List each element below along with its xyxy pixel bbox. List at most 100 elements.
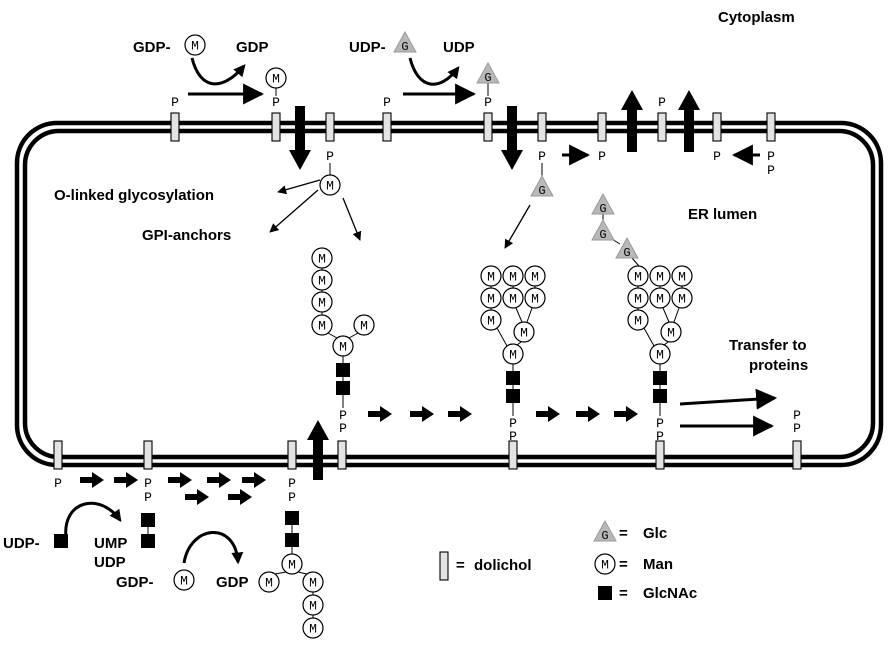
flippase-arrow-head (678, 90, 700, 110)
mannose-symbol: M (634, 314, 642, 329)
gdp-man-donor-2-label: GDP- (116, 574, 154, 591)
glycosidic-bond (515, 307, 523, 323)
dolichol (657, 112, 667, 142)
phosphate-symbol: P (538, 149, 546, 164)
phosphate-symbol: P (171, 95, 179, 110)
mannose-symbol: M (509, 348, 517, 363)
mannose-symbol: M (656, 348, 664, 363)
mannose-circle (524, 287, 546, 309)
glcnac-square (336, 381, 350, 395)
mannose-circle (311, 247, 333, 269)
step-arrow-head (126, 472, 138, 488)
glycosidic-bond (348, 332, 359, 339)
reaction-curve-arrow (190, 57, 246, 86)
flippase-arrow-head (289, 150, 311, 170)
mannose-circle (258, 571, 280, 593)
glcnac-square (506, 371, 520, 385)
glcnac-square (285, 511, 299, 525)
mannose-symbol: M (678, 292, 686, 307)
udp-glc-donor-label: UDP- (349, 39, 386, 56)
bond-group (147, 83, 683, 618)
mannose-symbol: M (309, 622, 317, 637)
mannose-symbol: M (667, 326, 675, 341)
dolichol (766, 112, 776, 142)
mannose-symbol: M (191, 39, 199, 54)
dolichol (439, 551, 449, 581)
er-membrane-inner (22, 128, 876, 460)
phosphate-symbol: P (54, 476, 62, 491)
step-arrow-shaft (228, 494, 242, 500)
glcnac-square (506, 389, 520, 403)
step-arrow-head (460, 406, 472, 422)
phosphate-symbol: P (288, 476, 296, 491)
flippase-arrow-shaft (295, 106, 305, 150)
glycosidic-bond (274, 571, 287, 575)
dolichol (337, 440, 347, 470)
step-arrow-head (219, 472, 231, 488)
glcnac-square (141, 513, 155, 527)
glucose-symbol: G (599, 228, 606, 242)
mannose-circle (281, 553, 303, 575)
step-arrow-shaft (536, 411, 550, 417)
mannose-symbol: M (318, 274, 326, 289)
step-arrow-shaft (576, 411, 590, 417)
dolichol (325, 112, 335, 142)
mannose-symbol: M (318, 252, 326, 267)
glycosidic-bond (631, 257, 640, 267)
pathway-arrow (342, 197, 362, 241)
step-arrow-head (92, 472, 104, 488)
mannose-circle (265, 67, 287, 89)
glucose-symbol: G (538, 184, 545, 198)
glycosidic-bond (297, 571, 308, 575)
glucose-symbol: G (484, 71, 491, 85)
mannose-symbol: M (339, 340, 347, 355)
glcnac-square (285, 533, 299, 547)
mannose-symbol: M (272, 72, 280, 87)
mannose-circle (524, 265, 546, 287)
dolichol (271, 112, 281, 142)
mannose-symbol: M (288, 558, 296, 573)
pathway-arrow (269, 189, 319, 233)
mannose-symbol: M (531, 270, 539, 285)
udp-product-label: UDP (443, 39, 475, 56)
phosphate-symbol: P (326, 149, 334, 164)
phosphate-symbol: P (656, 416, 664, 431)
gpi-anchors-label: GPI-anchors (142, 227, 231, 244)
phosphate-symbol: P (383, 95, 391, 110)
er-lumen-label: ER lumen (688, 206, 757, 223)
legend-glcnac-eq: = (619, 585, 628, 602)
step-arrow-shaft (168, 477, 182, 483)
mannose-symbol: M (509, 292, 517, 307)
step-arrow-head (240, 489, 252, 505)
glcnac-square (336, 363, 350, 377)
mannose-symbol: M (180, 574, 188, 589)
mannose-circle (311, 314, 333, 336)
phosphate-symbol: P (484, 95, 492, 110)
mannose-circle (311, 291, 333, 313)
mannose-circle (319, 174, 341, 196)
glucose-symbol: G (401, 40, 408, 54)
glcnac-square (653, 389, 667, 403)
mannose-symbol: M (520, 326, 528, 341)
flippase-arrow-shaft (684, 110, 694, 152)
glucose-triangle (591, 218, 615, 241)
mannose-circle (660, 321, 682, 343)
glycosidic-bond (643, 327, 655, 347)
phosphate-symbol: P (144, 476, 152, 491)
phosphate-symbol: P (658, 95, 666, 110)
phosphate-symbol: P (793, 408, 801, 423)
glucose-triangle (591, 192, 615, 215)
glcnac-group (54, 363, 667, 600)
step-arrow-head (548, 406, 560, 422)
glucose-symbol: G (599, 202, 606, 216)
mannose-circle (173, 569, 195, 591)
mannose-circle (311, 269, 333, 291)
glcnac-square (54, 534, 68, 548)
mannose-circle (671, 287, 693, 309)
mannose-symbol: M (531, 292, 539, 307)
step-arrow-head (180, 472, 192, 488)
glycosidic-bond (673, 307, 680, 323)
glcnac-square (141, 534, 155, 548)
dolichol (170, 112, 180, 142)
